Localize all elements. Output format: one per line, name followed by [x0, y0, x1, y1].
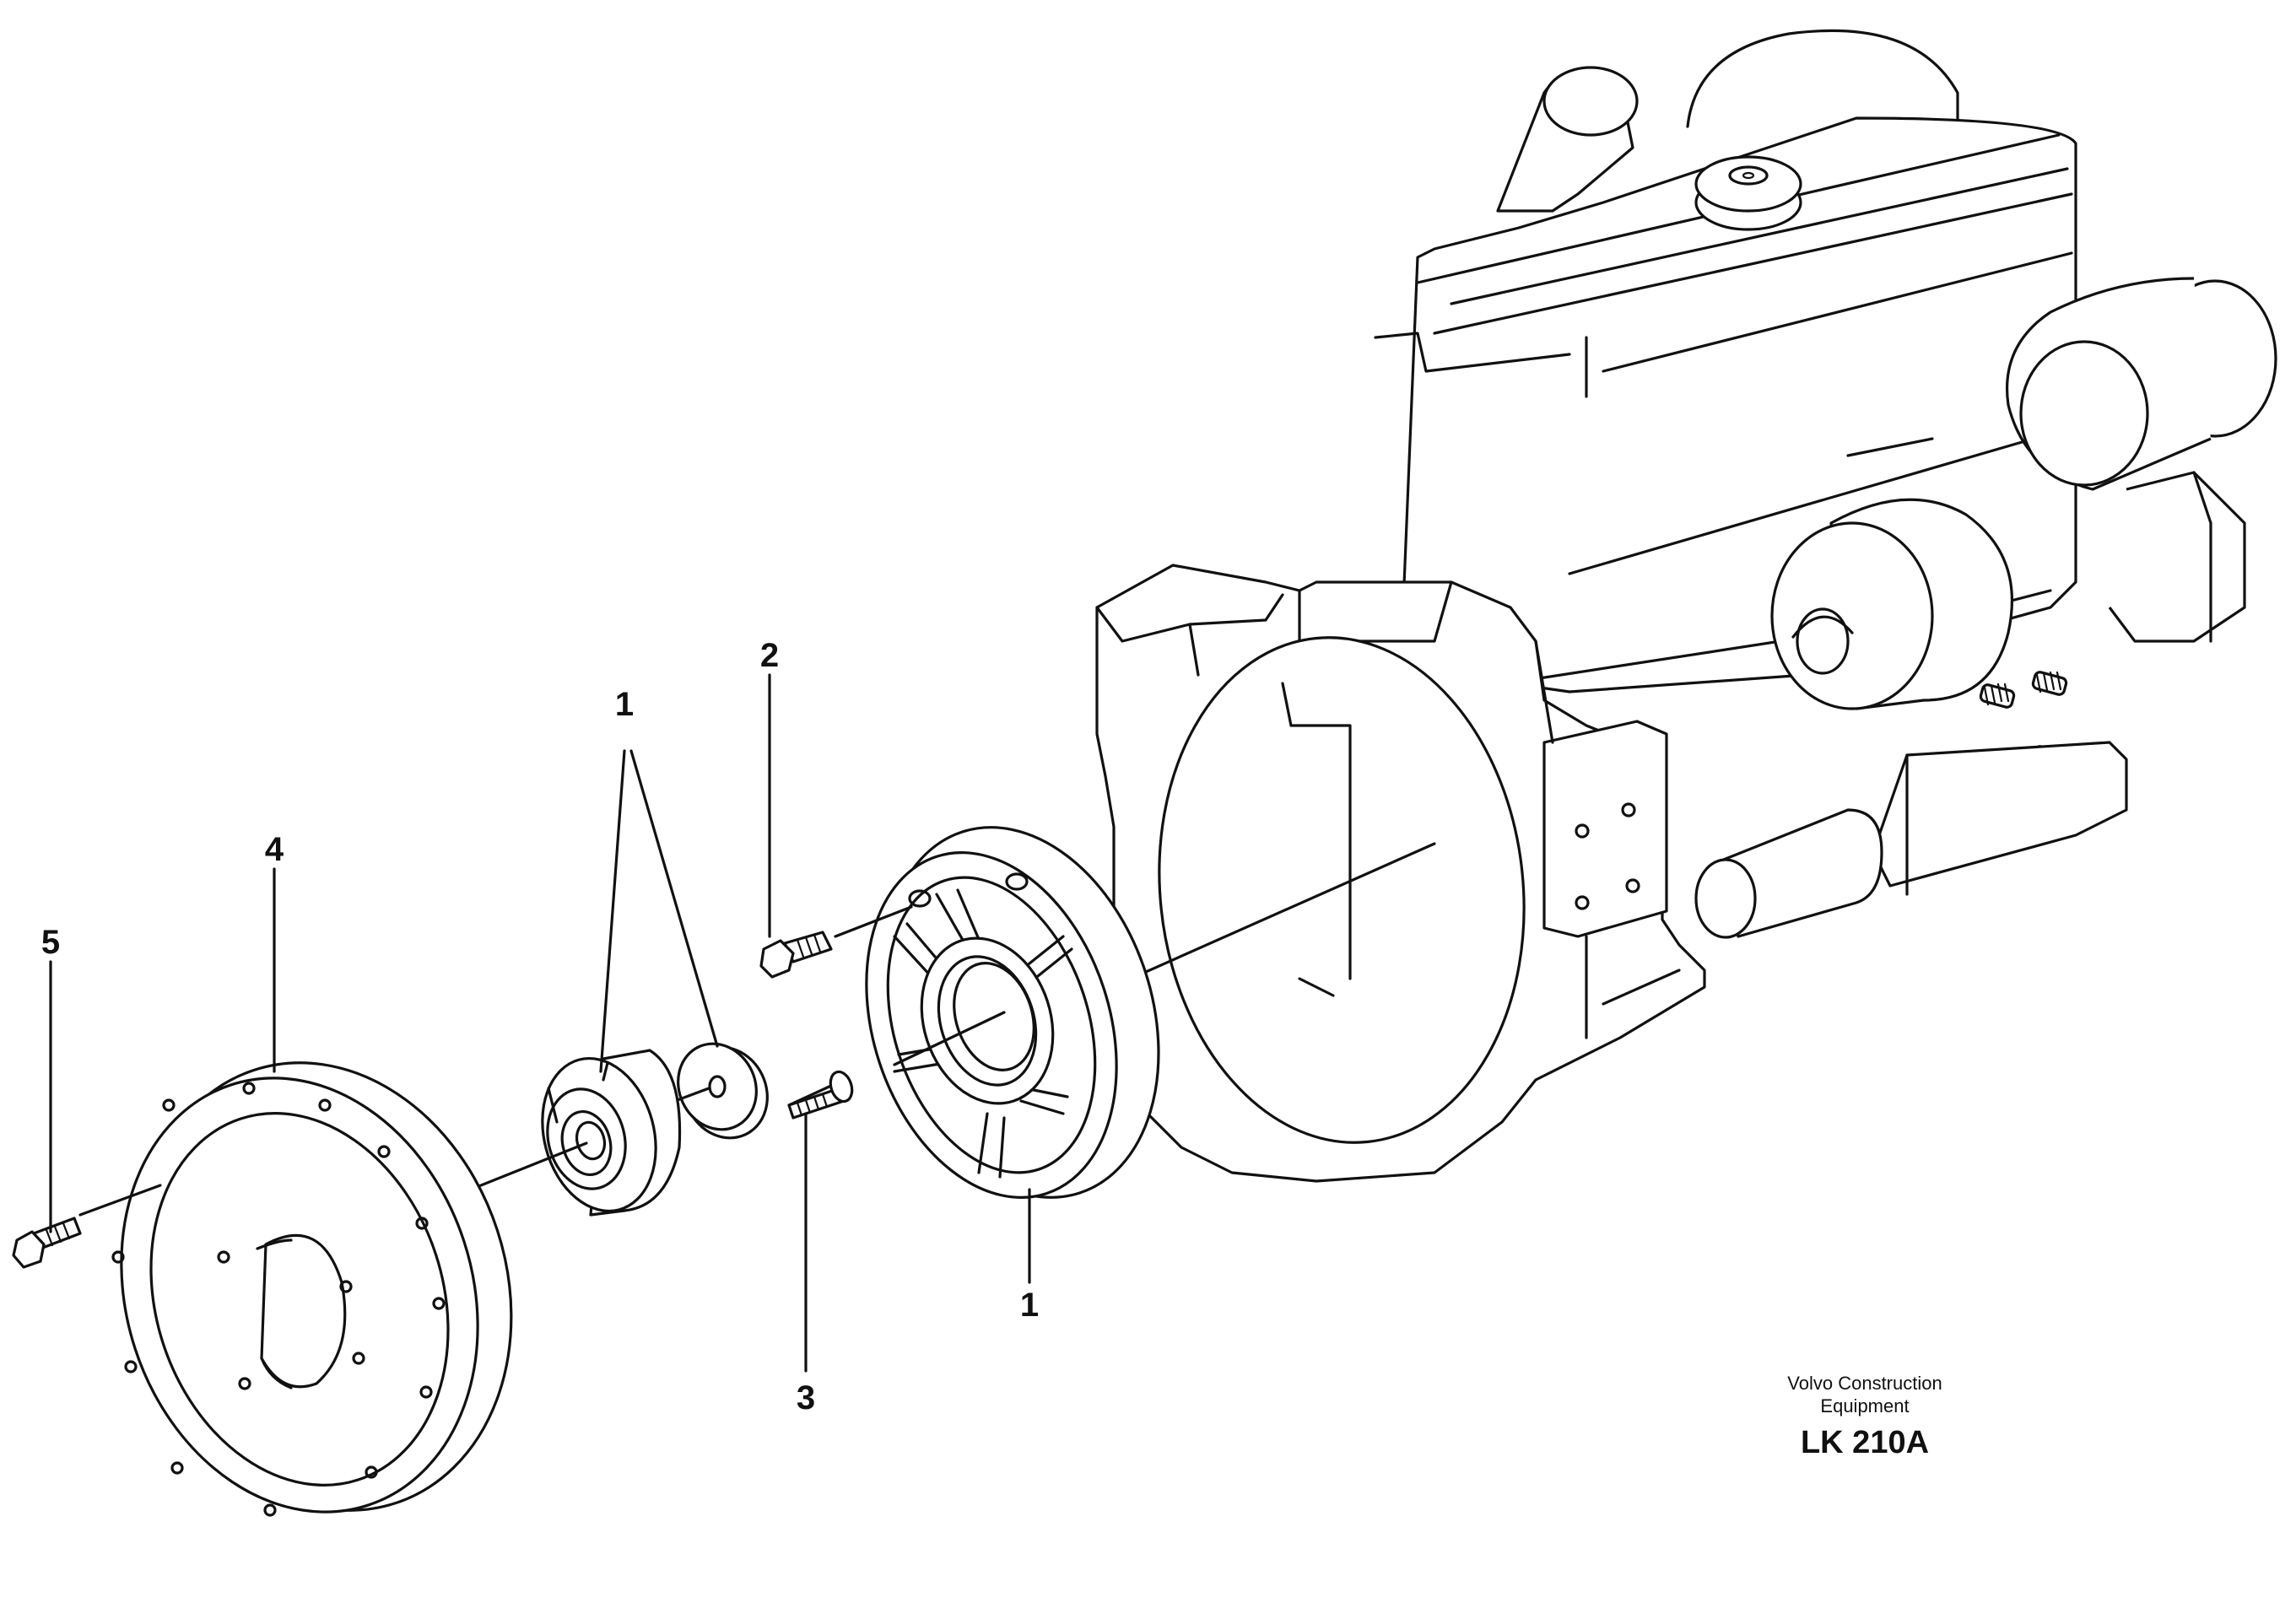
callout-3: 3: [797, 1379, 815, 1416]
bolt-5: [12, 1184, 162, 1269]
flywheel: [111, 1061, 513, 1517]
flywheel-bracket: [865, 826, 1160, 1199]
caption-line-2: Equipment: [1820, 1395, 1909, 1416]
engine-block: [1095, 29, 2277, 1183]
callout-1-top: 1: [615, 686, 634, 723]
bolt-2: [759, 905, 913, 979]
damper: [541, 1049, 682, 1217]
caption-line-1: Volvo Construction: [1787, 1373, 1942, 1394]
bolt-3: [787, 1070, 854, 1120]
leader-lines: [49, 673, 1031, 1373]
callout-1-bottom: 1: [1020, 1287, 1039, 1324]
drawing-code: LK 210A: [1801, 1425, 1929, 1460]
callout-5: 5: [41, 924, 60, 961]
callout-2: 2: [760, 637, 779, 674]
caption-block: Volvo Construction Equipment LK 210A: [1787, 1373, 1942, 1460]
callout-4: 4: [265, 831, 284, 868]
washer: [677, 1042, 769, 1140]
